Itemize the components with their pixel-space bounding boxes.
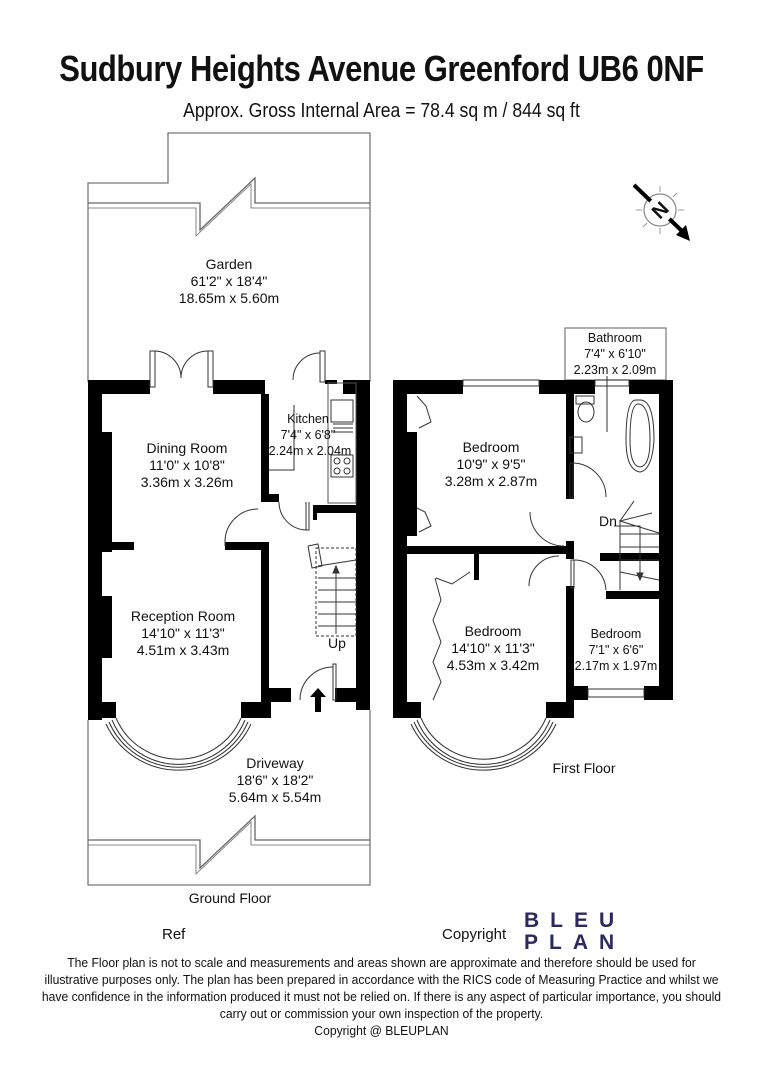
logo-line-2: PLAN	[524, 931, 626, 954]
driveway-label: Driveway 18'6" x 18'2" 5.64m x 5.54m	[229, 755, 322, 805]
svg-text:14'10" x 11'3": 14'10" x 11'3"	[451, 640, 535, 656]
svg-text:7'4" x 6'8": 7'4" x 6'8"	[281, 428, 336, 442]
svg-text:Kitchen: Kitchen	[287, 412, 329, 426]
bathroom-label: Bathroom 7'4" x 6'10" 2.23m x 2.09m	[574, 331, 657, 377]
first-floor-label: First Floor	[553, 760, 616, 776]
bathroom-label-box	[564, 327, 667, 381]
stairs-down-label: Dn	[599, 513, 617, 529]
bedroom-2-label: Bedroom 14'10" x 11'3" 4.53m x 3.42m	[447, 623, 540, 673]
svg-text:2.17m x 1.97m: 2.17m x 1.97m	[575, 659, 658, 673]
dining-room-label: Dining Room 11'0" x 10'8" 3.36m x 3.26m	[141, 440, 234, 490]
svg-text:11'0" x 10'8": 11'0" x 10'8"	[149, 457, 225, 473]
svg-text:7'1" x 6'6": 7'1" x 6'6"	[589, 643, 644, 657]
ground-floor-fixtures	[105, 350, 357, 771]
north-compass-icon: N	[632, 183, 690, 241]
svg-text:Bedroom: Bedroom	[465, 623, 522, 639]
svg-text:14'10" x 11'3": 14'10" x 11'3"	[141, 625, 225, 641]
logo-line-1: BLEU	[524, 909, 626, 932]
svg-text:18'6" x 18'2": 18'6" x 18'2"	[237, 772, 314, 788]
svg-text:2.23m x 2.09m: 2.23m x 2.09m	[574, 363, 657, 377]
copyright-label: Copyright	[442, 926, 507, 943]
svg-text:Garden: Garden	[206, 256, 253, 272]
svg-text:Driveway: Driveway	[246, 755, 304, 771]
bleuplan-logo: BLEU PLAN	[524, 910, 614, 954]
svg-text:2.24m x 2.04m: 2.24m x 2.04m	[269, 444, 352, 458]
svg-text:Bathroom: Bathroom	[588, 331, 642, 345]
disclaimer-body: The Floor plan is not to scale and measu…	[41, 955, 722, 1021]
reception-room-label: Reception Room 14'10" x 11'3" 4.51m x 3.…	[131, 608, 235, 658]
ground-floor-plan	[87, 132, 371, 886]
property-title: Sudbury Heights Avenue Greenford UB6 0NF	[59, 48, 704, 89]
svg-text:5.64m x 5.54m: 5.64m x 5.54m	[229, 789, 322, 805]
svg-text:3.28m x 2.87m: 3.28m x 2.87m	[445, 473, 538, 489]
bedroom-1-label: Bedroom 10'9" x 9'5" 3.28m x 2.87m	[445, 439, 538, 489]
ref-label: Ref	[162, 926, 186, 943]
gross-internal-area: Approx. Gross Internal Area = 78.4 sq m …	[183, 100, 580, 122]
ground-floor-walls	[88, 380, 370, 720]
garden-label: Garden 61'2" x 18'4" 18.65m x 5.60m	[179, 256, 279, 306]
svg-text:Bedroom: Bedroom	[463, 439, 520, 455]
svg-text:18.65m x 5.60m: 18.65m x 5.60m	[179, 290, 279, 306]
disclaimer-text: The Floor plan is not to scale and measu…	[40, 954, 724, 1039]
stairs-up-label: Up	[328, 635, 346, 651]
svg-text:Reception Room: Reception Room	[131, 608, 235, 624]
svg-text:4.51m x 3.43m: 4.51m x 3.43m	[137, 642, 230, 658]
svg-text:Dining Room: Dining Room	[147, 440, 228, 456]
copyright-line: Copyright @ BLEUPLAN	[314, 1023, 449, 1038]
ground-floor-label: Ground Floor	[189, 890, 272, 906]
svg-text:7'4" x 6'10": 7'4" x 6'10"	[584, 347, 646, 361]
svg-text:10'9" x 9'5": 10'9" x 9'5"	[457, 456, 526, 472]
entrance-arrow-icon	[310, 688, 326, 712]
svg-text:3.36m x 3.26m: 3.36m x 3.26m	[141, 474, 234, 490]
svg-text:61'2" x 18'4": 61'2" x 18'4"	[191, 273, 268, 289]
svg-text:Bedroom: Bedroom	[591, 627, 642, 641]
svg-text:4.53m x 3.42m: 4.53m x 3.42m	[447, 657, 540, 673]
kitchen-label: Kitchen 7'4" x 6'8" 2.24m x 2.04m	[269, 412, 352, 458]
bedroom-3-label: Bedroom 7'1" x 6'6" 2.17m x 1.97m	[575, 627, 658, 673]
first-floor-fixtures	[410, 376, 660, 771]
